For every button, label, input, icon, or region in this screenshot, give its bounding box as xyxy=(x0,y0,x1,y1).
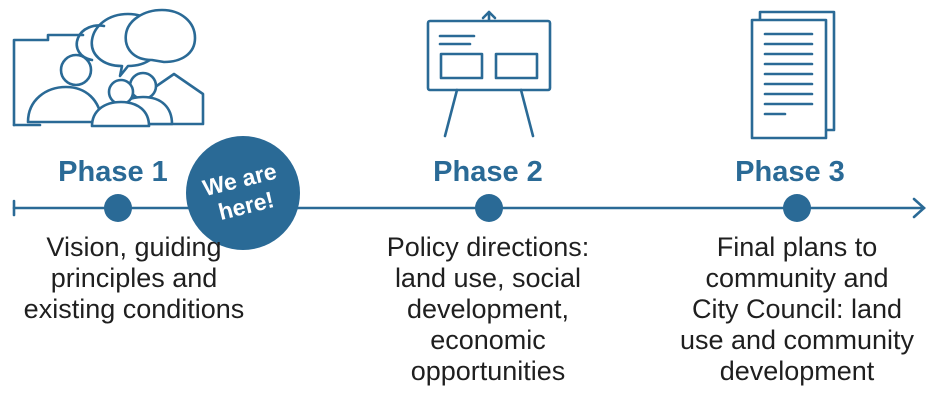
document-pages-icon xyxy=(750,10,836,140)
phase-3-marker xyxy=(783,194,811,222)
community-people-speech-bubbles-icon xyxy=(12,8,205,128)
we-are-here-badge: We are here! xyxy=(186,136,300,250)
phase-1-marker xyxy=(104,194,132,222)
phase-1-title: Phase 1 xyxy=(58,156,168,188)
description-line: community and xyxy=(705,263,889,293)
description-line: opportunities xyxy=(410,356,566,386)
description-line: use and community xyxy=(679,325,915,355)
description-line: principles and xyxy=(50,263,218,293)
phase-3-description: Final plans to community and City Counci… xyxy=(680,232,914,387)
description-line: land use, social xyxy=(394,263,582,293)
phase-2-description: Policy directions: land use, social deve… xyxy=(387,232,590,387)
easel-board-icon xyxy=(426,10,552,138)
description-line: development, xyxy=(406,294,570,324)
phase-1-description: Vision, guiding principles and existing … xyxy=(24,232,245,325)
description-line: Vision, guiding xyxy=(46,232,222,262)
description-line: Final plans to xyxy=(716,232,878,262)
phase-2-title: Phase 2 xyxy=(433,156,543,188)
description-line: development xyxy=(719,356,875,386)
phase-3-title: Phase 3 xyxy=(735,156,845,188)
timeline-axis xyxy=(12,197,926,219)
description-line: existing conditions xyxy=(23,294,245,324)
timeline-arrowhead xyxy=(912,197,926,219)
description-line: economic xyxy=(430,325,546,355)
phase-2-marker xyxy=(475,194,503,222)
description-line: Policy directions: xyxy=(386,232,590,262)
description-line: City Council: land xyxy=(691,294,903,324)
